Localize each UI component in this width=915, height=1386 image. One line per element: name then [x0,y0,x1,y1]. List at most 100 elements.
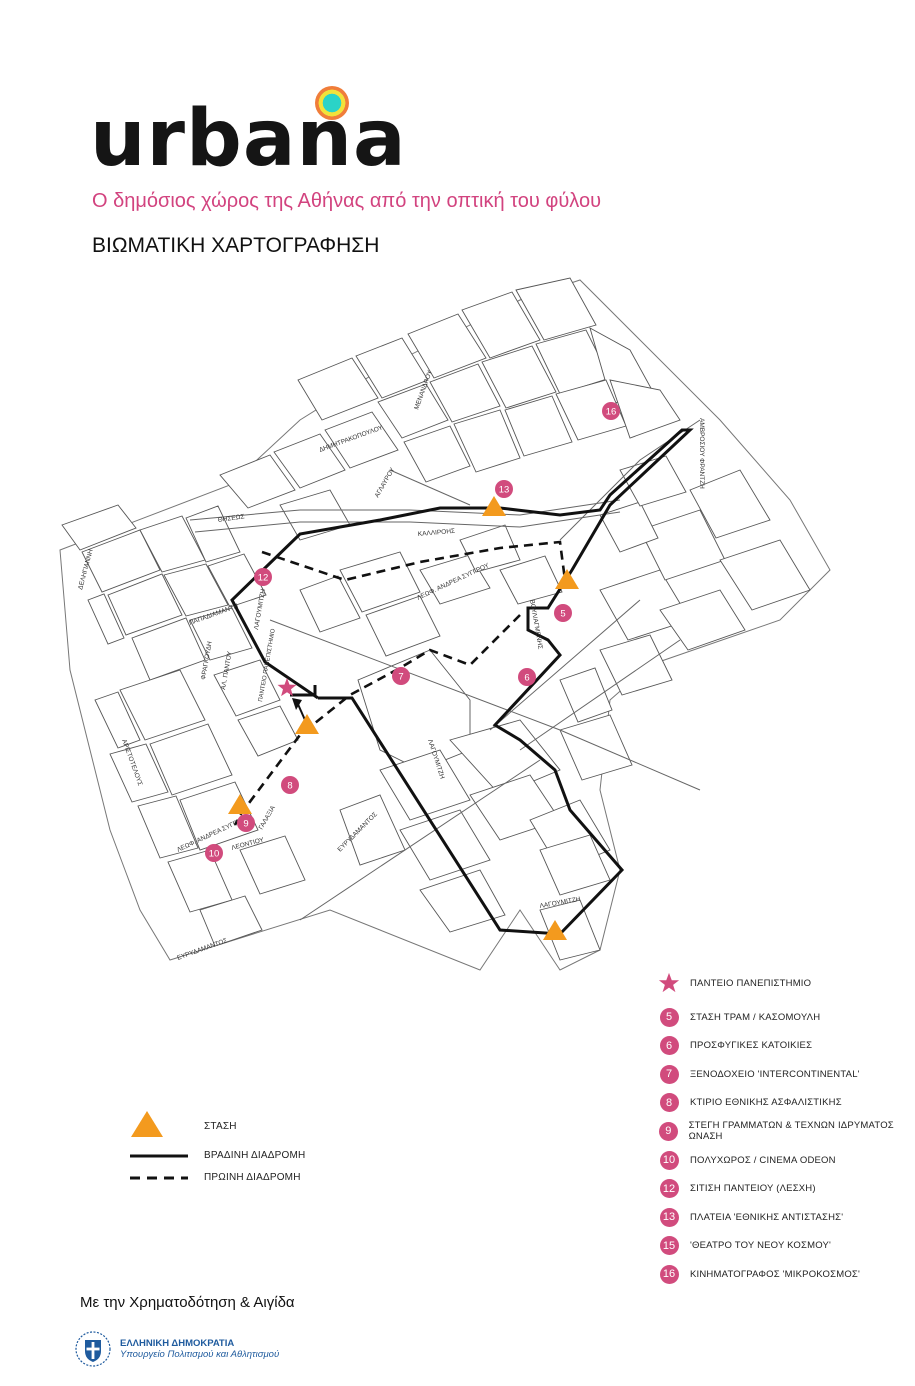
street-label-galaxia: ΓΑΛΑΞΙΑ [258,804,278,831]
dashed-line-icon [130,1176,188,1179]
poi-circle [392,667,410,685]
stop-marker[interactable] [228,794,252,814]
legend-number: 8 [659,1093,679,1113]
legend-label: ΞΕΝΟΔΟΧΕΙΟ 'INTERCONTINENTAL' [690,1068,860,1080]
street-label-ambrosiou: ΑΜΒΡΟΣΙΟΥ ΦΡΑΝΤΖΗ [698,418,705,489]
route-arrow [292,698,306,721]
panteio-star-marker[interactable] [277,678,297,697]
legend-number: 12 [659,1179,679,1199]
number-badge-icon: 13 [658,1207,680,1227]
legend-item-7: 7 ΞΕΝΟΔΟΧΕΙΟ 'INTERCONTINENTAL' [658,1063,860,1085]
number-badge-icon: 9 [658,1121,679,1141]
street-label-thiseos: ΘΗΣΕΩΣ [217,513,245,524]
number-badge-icon: 15 [658,1236,680,1256]
poi-number: 13 [499,485,510,496]
legend-label: 'ΘΕΑΤΡΟ ΤΟΥ ΝΕΟΥ ΚΟΣΜΟΥ' [690,1240,832,1252]
poi-circle [495,480,513,498]
key-label-stop: ΣΤΑΣΗ [204,1121,237,1132]
poi-circle [518,668,536,686]
number-badge-icon: 6 [658,1036,680,1056]
legend-item-panteio: ΠΑΝΤΕΙΟ ΠΑΝΕΠΙΣΤΗΜΙΟ [658,972,811,994]
stops-layer [228,496,579,940]
legend-item-9: 9 ΣΤΕΓΗ ΓΡΑΜΜΑΤΩΝ & ΤΕΧΝΩΝ ΙΔΡΥΜΑΤΟΣ ΩΝΑΣ… [658,1120,915,1142]
legend-label: ΣΤΕΓΗ ΓΡΑΜΜΑΤΩΝ & ΤΕΧΝΩΝ ΙΔΡΥΜΑΤΟΣ ΩΝΑΣΗ [688,1120,894,1143]
number-badge-icon: 16 [658,1264,680,1284]
poi-circle [281,776,299,794]
poi-marker-13[interactable]: 13 [495,480,513,498]
legend-label: ΠΑΝΤΕΙΟ ΠΑΝΕΠΙΣΤΗΜΙΟ [690,977,812,989]
solid-line-icon [130,1154,188,1157]
star-layer [277,678,297,697]
gov-name: ΕΛΛΗΝΙΚΗ ΔΗΜΟΚΡΑΤΙΑ [120,1338,235,1349]
poi-circle [254,568,272,586]
poi-marker-8[interactable]: 8 [281,776,299,794]
funding-text: Με την Χρηματοδότηση & Αιγίδα [80,1294,295,1311]
stop-marker[interactable] [555,569,579,589]
page-subtitle: Ο δημόσιος χώρος της Αθήνας από την οπτι… [92,190,602,212]
poi-marker-7[interactable]: 7 [392,667,410,685]
triangle-icon [130,1110,164,1143]
legend-item-15: 15 'ΘΕΑΤΡΟ ΤΟΥ ΝΕΟΥ ΚΟΣΜΟΥ' [658,1235,831,1257]
legend-label: ΣΤΑΣΗ ΤΡΑΜ / ΚΑΣΟΜΟΥΛΗ [690,1011,821,1023]
number-badge-icon: 12 [658,1179,680,1199]
legend-label: ΠΛΑΤΕΙΑ 'ΕΘΝΙΚΗΣ ΑΝΤΙΣΤΑΣΗΣ' [690,1211,844,1223]
poi-number: 10 [209,849,220,860]
key-item-evening: ΒΡΑΔΙΝΗ ΔΙΑΔΡΟΜΗ [130,1150,305,1161]
key-item-morning: ΠΡΩΙΝΗ ΔΙΑΔΡΟΜΗ [130,1172,301,1183]
legend-item-6: 6 ΠΡΟΣΦΥΓΙΚΕΣ ΚΑΤΟΙΚΙΕΣ [658,1035,812,1057]
legend-number: 16 [659,1264,679,1284]
number-badge-icon: 7 [658,1064,680,1084]
legend-number: 10 [659,1150,679,1170]
key-item-stop: ΣΤΑΣΗ [130,1110,237,1143]
page-title: ΒΙΩΜΑΤΙΚΗ ΧΑΡΤΟΓΡΑΦΗΣΗ [92,234,380,257]
star-icon [658,972,680,994]
number-badge-icon: 8 [658,1093,680,1113]
legend-item-16: 16 ΚΙΝΗΜΑΤΟΓΡΑΦΟΣ 'ΜΙΚΡΟΚΟΣΜΟΣ' [658,1263,860,1285]
legend-label: ΠΡΟΣΦΥΓΙΚΕΣ ΚΑΤΟΙΚΙΕΣ [690,1040,813,1052]
poi-circle [205,844,223,862]
legend-number: 5 [659,1007,679,1027]
poi-number: 6 [524,673,529,684]
stop-marker[interactable] [543,920,567,940]
poi-number: 12 [258,573,269,584]
map-blocks [59,277,831,971]
key-label-morning: ΠΡΩΙΝΗ ΔΙΑΔΡΟΜΗ [204,1172,301,1183]
poi-marker-5[interactable]: 5 [554,604,572,622]
legend-label: ΚΙΝΗΜΑΤΟΓΡΑΦΟΣ 'ΜΙΚΡΟΚΟΣΜΟΣ' [690,1268,860,1280]
key-label-evening: ΒΡΑΔΙΝΗ ΔΙΑΔΡΟΜΗ [204,1150,306,1161]
legend-number: 6 [659,1036,679,1056]
map-roads [189,419,701,921]
legend-number: 9 [658,1121,678,1141]
gov-dept: Υπουργείο Πολιτισμού και Αθλητισμού [120,1349,280,1360]
points-layer: 12 13 16 5 6 7 8 9 10 [205,402,620,862]
city-map[interactable]: ΘΗΣΕΩΣ ΚΑΛΛΙΡΟΗΣ ΛΕΩΦ. ΑΝΔΡΕΑ ΣΥΓΓΡΟΥ ΛΑ… [0,270,915,990]
legend-item-8: 8 ΚΤΙΡΙΟ ΕΘΝΙΚΗΣ ΑΣΦΑΛΙΣΤΙΚΗΣ [658,1092,842,1114]
urbana-logo: urbana [90,94,407,184]
legend-item-5: 5 ΣΤΑΣΗ ΤΡΑΜ / ΚΑΣΟΜΟΥΛΗ [658,1006,820,1028]
poi-number: 16 [606,407,617,418]
stop-marker[interactable] [295,714,319,734]
poi-circle [602,402,620,420]
poi-circle [554,604,572,622]
number-badge-icon: 10 [658,1150,680,1170]
number-badge-icon: 5 [658,1007,680,1027]
stop-marker[interactable] [482,496,506,516]
poi-marker-6[interactable]: 6 [518,668,536,686]
morning-route [233,540,567,826]
street-label-kallirois: ΚΑΛΛΙΡΟΗΣ [418,528,456,538]
legend-number: 15 [659,1236,679,1256]
legend-number: 7 [659,1064,679,1084]
legend-label: ΚΤΙΡΙΟ ΕΘΝΙΚΗΣ ΑΣΦΑΛΙΣΤΙΚΗΣ [690,1097,842,1109]
poi-marker-12[interactable]: 12 [254,568,272,586]
legend-item-13: 13 ΠΛΑΤΕΙΑ 'ΕΘΝΙΚΗΣ ΑΝΤΙΣΤΑΣΗΣ' [658,1206,843,1228]
legend-number: 13 [659,1207,679,1227]
poi-marker-16[interactable]: 16 [602,402,620,420]
poi-number: 5 [560,609,565,620]
logo-dot-icon [315,86,349,120]
street-label-evrydamantos-2: ΕΥΡΥΔΑΜΑΝΤΟΣ [176,937,228,962]
poi-number: 8 [287,781,292,792]
poi-number: 7 [398,672,403,683]
poi-marker-9[interactable]: 9 [237,814,255,832]
poi-marker-10[interactable]: 10 [205,844,223,862]
